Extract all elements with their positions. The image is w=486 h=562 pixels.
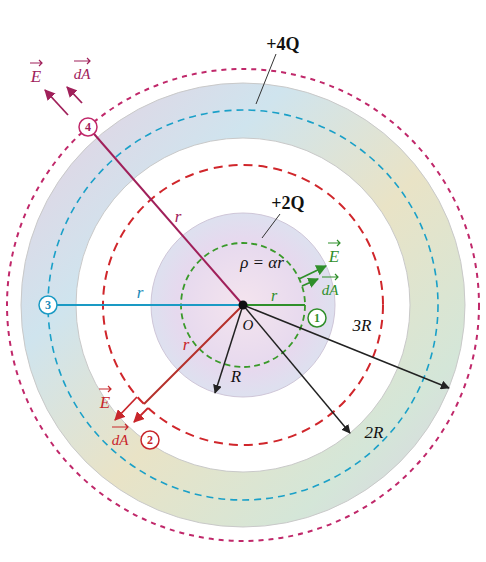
radius-line — [88, 127, 243, 305]
gaussian-surface — [48, 110, 438, 500]
radius-symbol: r — [175, 208, 182, 225]
radius-arrow — [243, 305, 350, 433]
origin-label: O — [243, 318, 254, 333]
radius-arrow — [215, 305, 243, 393]
dimension-label: 3R — [353, 317, 372, 334]
radius-arrow — [243, 305, 449, 388]
charge-label: +2Q — [271, 194, 304, 212]
radius-symbol: r — [137, 284, 144, 301]
callout-number: 4 — [85, 121, 91, 133]
dimension-label: 2R — [365, 424, 384, 441]
radius-symbol: r — [271, 288, 277, 304]
callout-number: 2 — [147, 434, 153, 446]
density-formula: ρ = αr — [240, 254, 284, 271]
field-vector — [45, 90, 68, 115]
center-point — [239, 301, 248, 310]
field-vector — [115, 397, 137, 420]
area-symbol: dA — [322, 283, 339, 298]
callout-number: 1 — [314, 312, 320, 324]
area-vector — [67, 87, 82, 103]
callout-number: 3 — [45, 299, 51, 311]
field-vector — [299, 266, 326, 279]
gaussian-surface — [7, 69, 479, 541]
charged-shell — [21, 83, 465, 527]
vector-overarrow — [30, 58, 340, 430]
radius-line — [48, 304, 243, 306]
leader-line — [256, 54, 276, 104]
callout-circle — [39, 296, 57, 314]
leader-line — [262, 214, 280, 238]
callout-circle — [141, 431, 159, 449]
callout-circle — [308, 309, 326, 327]
area-symbol: dA — [74, 67, 91, 82]
dimension-label: R — [231, 368, 241, 385]
area-vector — [134, 408, 148, 422]
charge-label: +4Q — [266, 35, 299, 53]
area-vector — [302, 279, 318, 286]
radius-line — [243, 304, 305, 306]
callout-circle — [79, 118, 97, 136]
radius-symbol: r — [183, 336, 190, 353]
field-symbol: E — [31, 68, 41, 85]
field-symbol: E — [100, 394, 110, 411]
radius-line — [144, 305, 243, 404]
area-symbol: dA — [112, 433, 129, 448]
field-symbol: E — [329, 248, 339, 265]
